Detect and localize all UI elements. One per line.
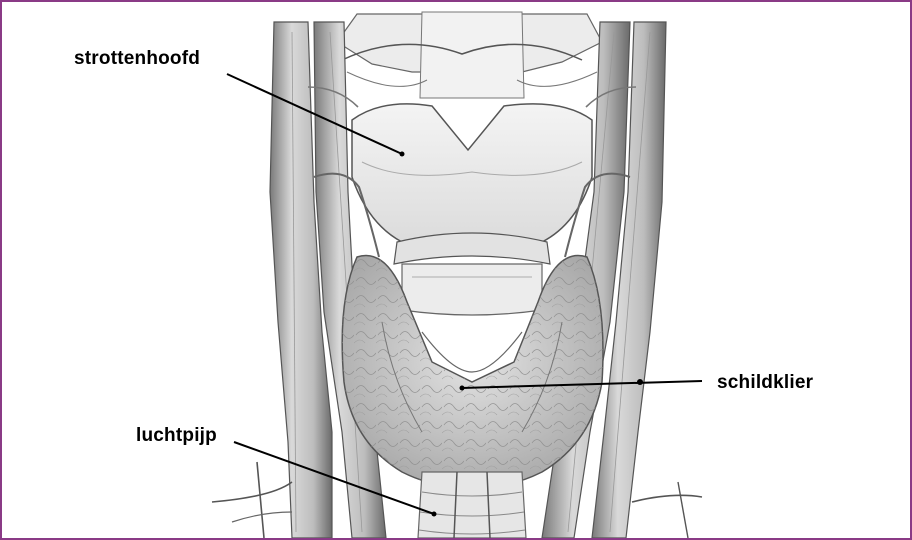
label-luchtpijp: luchtpijp: [136, 425, 217, 447]
leader-dot-strottenhoofd: [400, 152, 405, 157]
hyoid-region: [337, 12, 602, 98]
leader-dot-luchtpijp: [432, 512, 437, 517]
label-strottenhoofd: strottenhoofd: [74, 48, 200, 70]
leader-dot-schildklier: [460, 386, 465, 391]
leader-dot-schildklier-vessel: [637, 379, 643, 385]
trachea: [418, 472, 526, 538]
label-schildklier: schildklier: [717, 372, 813, 394]
